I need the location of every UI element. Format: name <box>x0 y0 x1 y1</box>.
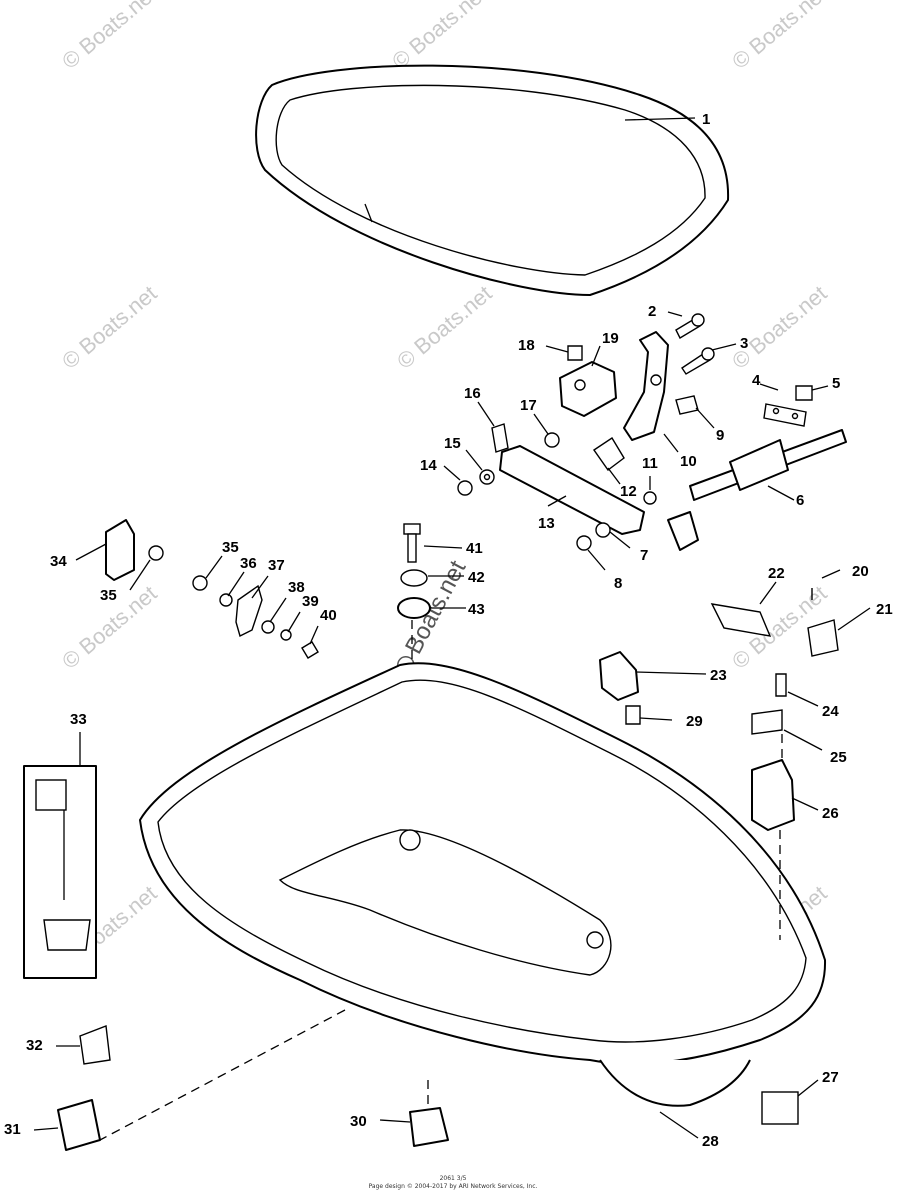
callout-19: 19 <box>602 330 619 347</box>
callout-22: 22 <box>768 565 785 582</box>
part-28-lower-cowl <box>139 662 827 1107</box>
callout-42: 42 <box>468 569 485 586</box>
callout-14: 14 <box>420 457 437 474</box>
callout-10: 10 <box>680 453 697 470</box>
callout-2: 2 <box>648 303 656 320</box>
callout-7: 7 <box>640 547 648 564</box>
watermark: © Boats.net <box>727 281 831 374</box>
bottom-left-parts <box>57 1009 449 1151</box>
callout-23: 23 <box>710 667 727 684</box>
callout-4: 4 <box>752 372 761 389</box>
callout-21: 21 <box>876 601 893 618</box>
callout-20: 20 <box>852 563 869 580</box>
callout-38: 38 <box>288 579 305 596</box>
footer-copyright: Page design © 2004-2017 by ARI Network S… <box>369 1183 538 1190</box>
footer: 2061 3/5 Page design © 2004-2017 by ARI … <box>369 1175 538 1190</box>
watermark: © Boats.net <box>57 0 161 74</box>
callout-24: 24 <box>822 703 839 720</box>
callout-17: 17 <box>520 397 537 414</box>
callout-3: 3 <box>740 335 748 352</box>
callout-18: 18 <box>518 337 535 354</box>
callout-29: 29 <box>686 713 703 730</box>
watermark: © Boats.net <box>392 281 496 374</box>
callout-35-upper: 35 <box>222 539 239 556</box>
callout-32: 32 <box>26 1037 43 1054</box>
watermark: © Boats.net <box>387 0 491 74</box>
callout-37: 37 <box>268 557 285 574</box>
callout-39: 39 <box>302 593 319 610</box>
callout-41: 41 <box>466 540 483 557</box>
footer-code: 2061 3/5 <box>440 1175 467 1182</box>
callout-34: 34 <box>50 553 67 570</box>
callout-13: 13 <box>538 515 555 532</box>
callout-40: 40 <box>320 607 337 624</box>
linkage-parts <box>457 313 847 551</box>
callout-1: 1 <box>702 111 710 128</box>
callout-16: 16 <box>464 385 481 402</box>
callout-5: 5 <box>832 375 840 392</box>
callout-8: 8 <box>614 575 622 592</box>
callout-35-lower: 35 <box>100 587 117 604</box>
callout-6: 6 <box>796 492 804 509</box>
callout-27: 27 <box>822 1069 839 1086</box>
left-small-parts <box>105 519 319 659</box>
callout-11: 11 <box>642 455 658 472</box>
callout-28: 28 <box>702 1133 719 1150</box>
callout-15: 15 <box>444 435 461 452</box>
callout-33: 33 <box>70 711 87 728</box>
callout-26: 26 <box>822 805 839 822</box>
watermark: © Boats.net <box>727 0 831 74</box>
part-33-harness <box>23 765 97 979</box>
part-1-seal <box>255 64 730 296</box>
callouts: 1 2 3 4 5 6 7 8 9 10 11 12 13 14 15 16 1 <box>4 111 893 1150</box>
callout-31: 31 <box>4 1121 21 1138</box>
callout-12: 12 <box>620 483 637 500</box>
callout-43: 43 <box>468 601 485 618</box>
callout-9: 9 <box>716 427 724 444</box>
right-side-parts <box>599 588 839 1125</box>
callout-36: 36 <box>240 555 257 572</box>
callout-30: 30 <box>350 1113 367 1130</box>
callout-25: 25 <box>830 749 847 766</box>
watermark: © Boats.net <box>57 281 161 374</box>
